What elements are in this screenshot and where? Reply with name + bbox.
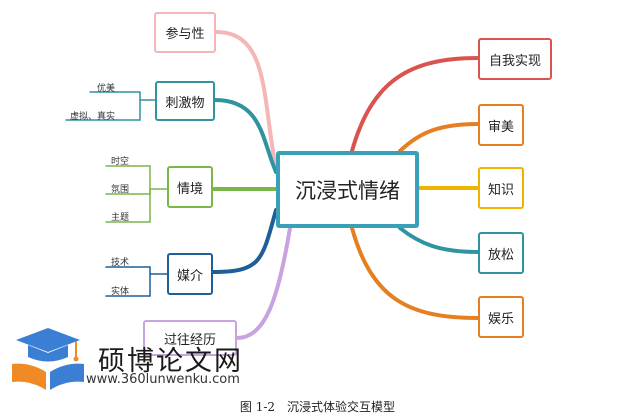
leaf-link-stimulus-0 — [89, 91, 156, 101]
watermark-url: www.360lunwenku.com — [86, 372, 240, 387]
node-label: 参与性 — [165, 27, 205, 42]
leaf-link-context-2 — [105, 188, 151, 223]
link-past — [235, 226, 292, 340]
leaf-label: 虚拟、真实 — [70, 112, 116, 122]
link-aesthetics — [398, 122, 480, 153]
node-label: 放松 — [487, 247, 514, 263]
node-label: 情境 — [176, 181, 203, 197]
graduation-cap-book-icon — [12, 328, 84, 390]
node-past: 过往经历 — [143, 320, 237, 356]
node-entertainment: 娱乐 — [478, 296, 524, 338]
center-node-label: 沉浸式情绪 — [295, 178, 400, 203]
node-aesthetics: 审美 — [478, 104, 524, 146]
node-stimulus: 刺激物 — [155, 81, 215, 121]
node-label: 知识 — [487, 182, 514, 198]
leaf-label: 优美 — [97, 84, 116, 94]
node-knowledge: 知识 — [478, 167, 524, 209]
center-node: 沉浸式情绪 — [276, 151, 419, 228]
leaf-label: 氛围 — [111, 185, 130, 195]
node-label: 媒介 — [176, 268, 203, 284]
link-medium — [211, 208, 278, 274]
leaf-link-medium-1 — [105, 273, 151, 297]
figure-caption: 图 1-2 沉浸式体验交互模型 — [239, 400, 396, 414]
leaf-label: 实体 — [111, 287, 130, 297]
node-relaxation: 放松 — [478, 232, 524, 274]
link-relaxation — [398, 226, 480, 254]
link-participation — [214, 30, 278, 170]
link-entertainment — [350, 226, 480, 320]
leaf-label: 技术 — [111, 258, 130, 268]
node-participation: 参与性 — [154, 12, 216, 53]
node-label: 过往经历 — [163, 332, 216, 348]
link-self-actualization — [350, 56, 480, 153]
node-label: 自我实现 — [488, 53, 541, 69]
leaf-link-medium-0 — [105, 266, 168, 275]
node-medium: 媒介 — [167, 253, 213, 295]
node-label: 娱乐 — [487, 311, 514, 327]
node-self-actualization: 自我实现 — [478, 38, 552, 80]
node-label: 刺激物 — [165, 95, 205, 111]
node-context: 情境 — [167, 166, 213, 208]
leaf-label: 主题 — [111, 213, 130, 223]
node-label: 审美 — [487, 119, 514, 135]
leaf-link-context-0 — [105, 165, 168, 190]
leaf-link-stimulus-1 — [65, 99, 141, 121]
link-stimulus — [213, 98, 278, 174]
watermark-text: 硕博论文网 — [98, 346, 243, 377]
leaf-label: 时空 — [111, 157, 130, 167]
